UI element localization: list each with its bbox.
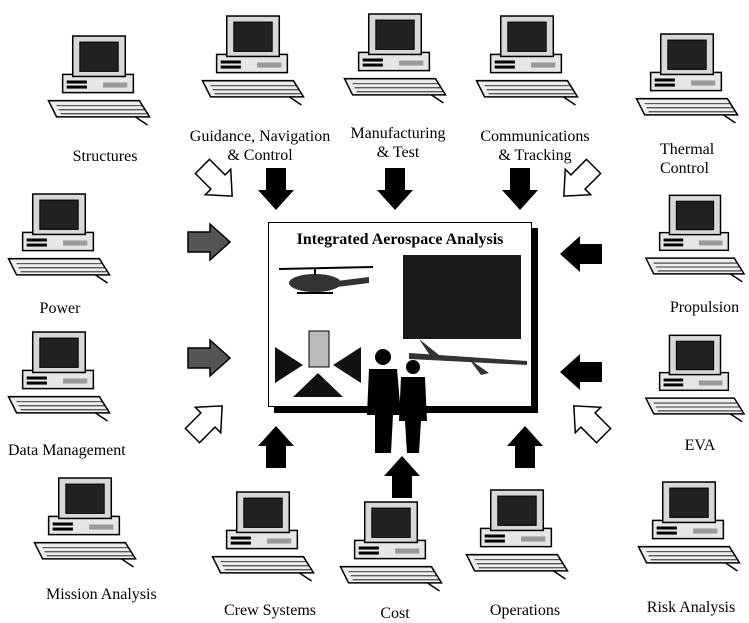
power-label: Power (39, 300, 81, 317)
structures-label: Structures (72, 148, 138, 165)
structures-arrow (188, 152, 246, 210)
aircraft-icon (409, 339, 527, 375)
mission-analysis-arrow (178, 392, 236, 450)
manufacturing-label: Manufacturing & Test (350, 125, 446, 161)
operations-label: Operations (489, 602, 561, 619)
communications-label: Communications & Tracking (480, 128, 590, 164)
crew-systems-arrow (258, 426, 294, 468)
cost-arrow (384, 456, 420, 498)
propulsion-label: Propulsion (669, 299, 740, 316)
manufacturing-arrow (377, 168, 413, 210)
crew-systems-label: Crew Systems (224, 602, 316, 619)
panel-title: Integrated Aerospace Analysis (296, 231, 504, 248)
thermal-label: Thermal Control (660, 141, 715, 177)
cost-label: Cost (380, 605, 410, 622)
data-management-label: Data Management (8, 442, 126, 459)
spacecraft-icon (275, 330, 361, 397)
power-arrow (187, 223, 231, 261)
mission-analysis-label: Mission Analysis (46, 586, 157, 603)
eva-label: EVA (684, 437, 716, 454)
propulsion-arrow (560, 236, 602, 272)
terrain-image (403, 255, 521, 339)
helicopter-icon (278, 266, 374, 294)
risk-analysis-arrow (560, 392, 618, 450)
integrated-analysis-panel: Integrated Aerospace Analysis (268, 222, 532, 453)
operations-arrow (507, 426, 543, 468)
gnc-arrow (258, 168, 294, 210)
gnc-label: Guidance, Navigation & Control (189, 128, 331, 164)
risk-analysis-label: Risk Analysis (646, 599, 736, 616)
eva-arrow (560, 354, 602, 390)
thermal-arrow (550, 152, 608, 210)
data-management-arrow (187, 339, 231, 377)
communications-arrow (502, 168, 538, 210)
people-silhouette-icon (367, 349, 427, 453)
